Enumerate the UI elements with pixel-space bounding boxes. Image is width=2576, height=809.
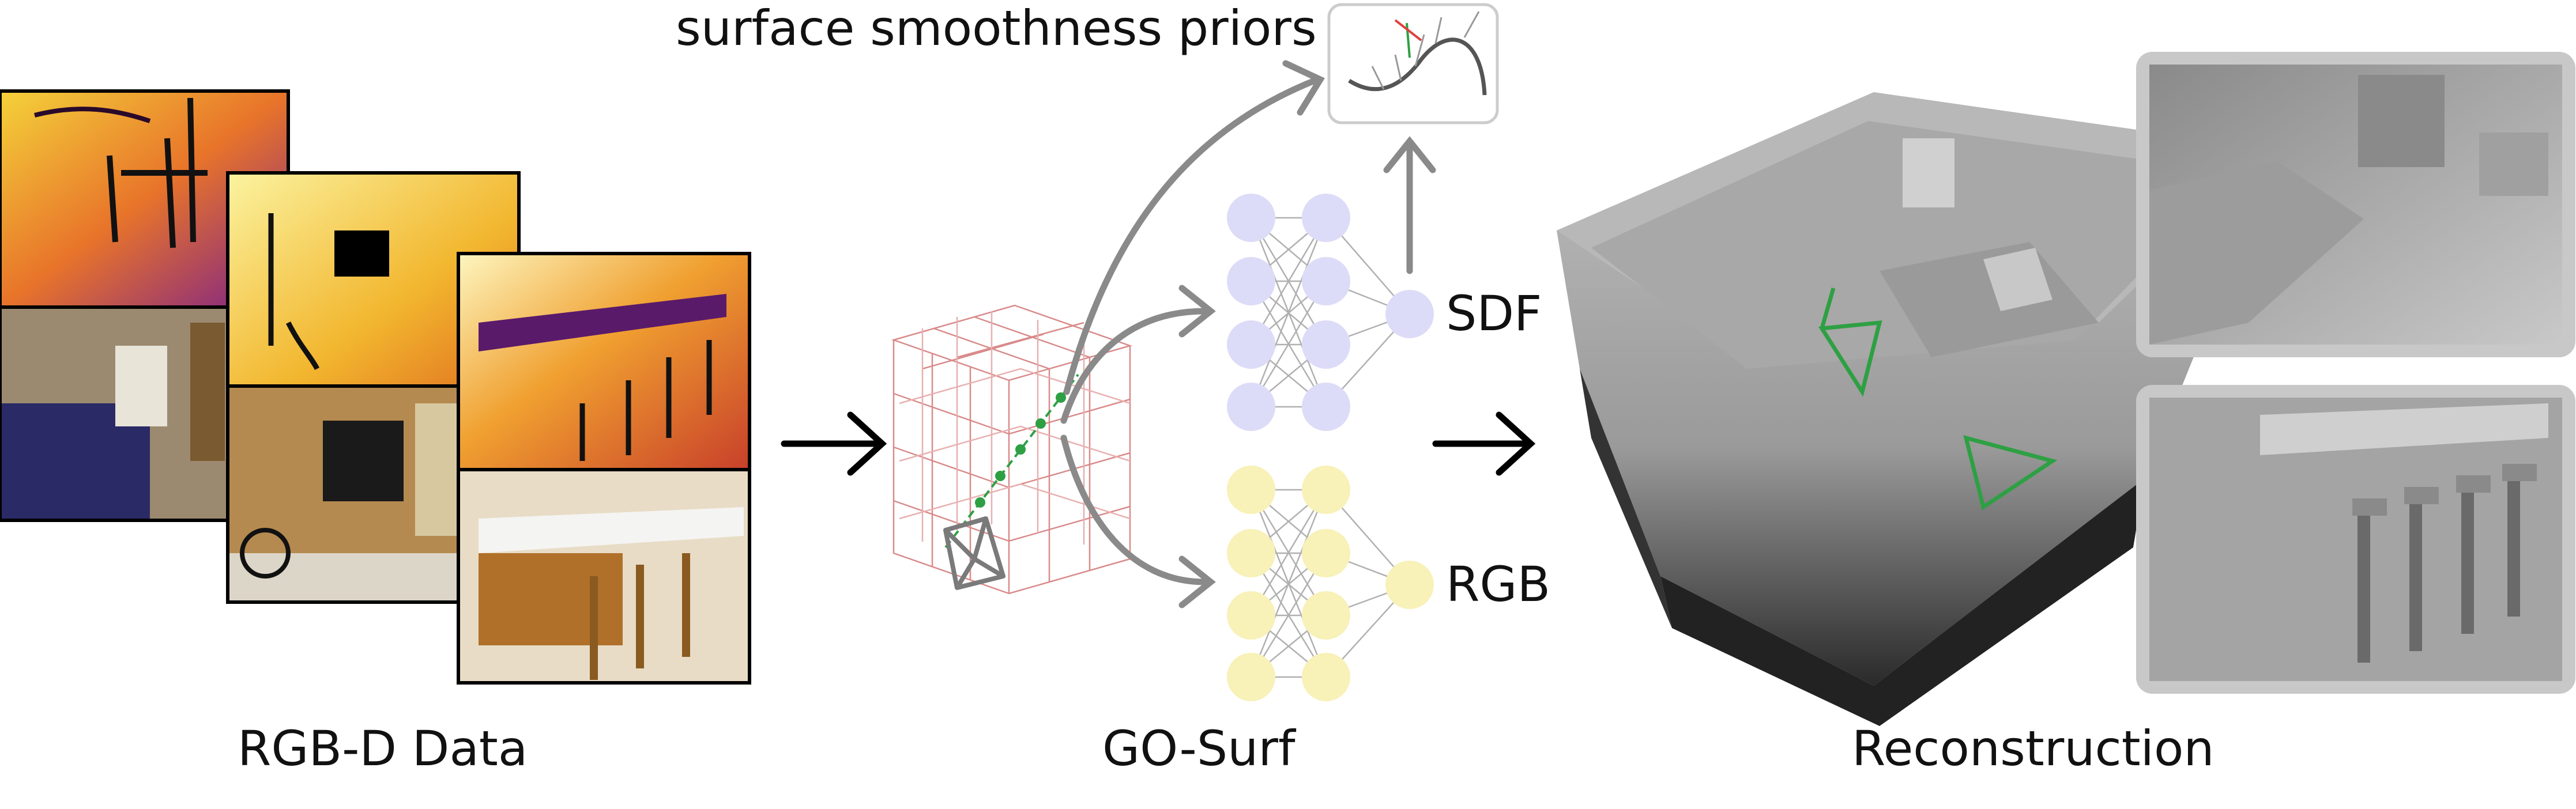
caption-rgbd-data: RGB-D Data [238,720,528,777]
rgb-output-label: RGB [1446,556,1551,613]
depth-frame-3 [457,252,751,471]
sdf-mlp [1227,194,1434,431]
rgb-mlp [1227,466,1434,701]
sdf-output-label: SDF [1446,285,1542,342]
arrow-data-to-method [781,411,887,476]
camera-icon [943,516,1005,590]
caption-method: GO-Surf [1102,720,1295,777]
reconstruction-inset-top [2136,52,2575,357]
caption-reconstruction: Reconstruction [1852,720,2215,777]
camera-pose-1 [1818,288,1882,397]
camera-pose-2 [1963,435,2058,511]
smoothness-priors-box [1327,3,1499,124]
priors-label: surface smoothness priors [676,0,1317,56]
rgbd-frames [0,89,751,685]
voxel-grid [891,304,1133,595]
feature-arrows [1060,60,1436,608]
reconstructed-mesh [1557,92,2277,726]
camera-ray [943,373,1079,590]
arrow-method-to-reconstruction [1432,411,1536,476]
reconstruction-inset-bottom [2136,385,2575,694]
rgb-frame-3 [457,468,751,685]
